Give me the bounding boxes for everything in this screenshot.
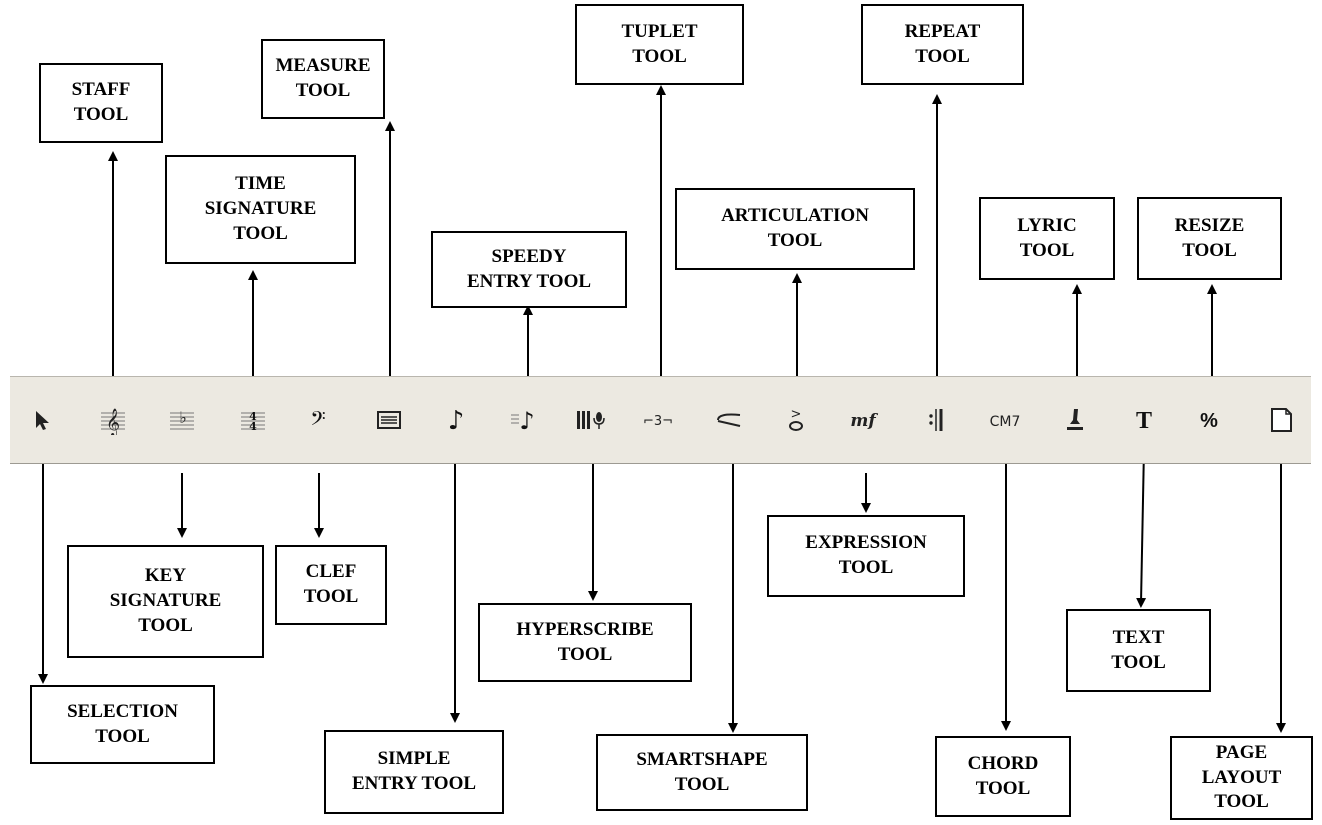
hyperscribe-tool-label: HYPERSCRIBE TOOL [478, 603, 692, 682]
speedy-entry-tool-button[interactable]: ♪ [500, 387, 548, 453]
clef-tool-label: CLEF TOOL [275, 545, 387, 625]
measure-tool-label: MEASURE TOOL [261, 39, 385, 119]
text-t-glyph: T [1136, 408, 1152, 434]
time-signature-tool-label: TIME SIGNATURE TOOL [165, 155, 356, 264]
resize-tool-button[interactable]: % [1185, 387, 1233, 453]
expression-tool-button[interactable]: mf [839, 387, 887, 453]
time-signature-icon: 4 4 [241, 410, 265, 433]
lyric-tool-label: LYRIC TOOL [979, 197, 1115, 280]
text-tool-button[interactable]: T [1120, 387, 1168, 453]
smartshape-tool-label: SMARTSHAPE TOOL [596, 734, 808, 811]
time-sig-bottom: 4 [249, 420, 257, 433]
selection-tool-label: SELECTION TOOL [30, 685, 215, 764]
speedy-entry-tool-label: SPEEDY ENTRY TOOL [431, 231, 627, 308]
repeat-tool-label: REPEAT TOOL [861, 4, 1024, 85]
finale-main-toolbar: 𝄞 ♭ 4 4 𝄢 ♪ ♪ [10, 376, 1311, 464]
articulation-tool-label: ARTICULATION TOOL [675, 188, 915, 270]
bass-clef-glyph: 𝄢 [310, 407, 325, 435]
articulation-tool-button[interactable]: > [772, 387, 820, 453]
key-signature-tool-button[interactable]: ♭ [158, 387, 206, 453]
tuplet-tool-button[interactable]: ⌐3¬ [634, 387, 682, 453]
tuplet-tool-label: TUPLET TOOL [575, 4, 744, 85]
selection-tool-button[interactable] [19, 387, 67, 453]
speedy-note-icon: ♪ [511, 407, 535, 435]
key-signature-tool-label: KEY SIGNATURE TOOL [67, 545, 264, 658]
chord-tool-button[interactable]: CM7 [981, 387, 1029, 453]
flat-glyph: ♭ [179, 408, 187, 427]
lyric-tool-button[interactable] [1051, 387, 1099, 453]
expression-tool-label: EXPRESSION TOOL [767, 515, 965, 597]
pointer-arrow-icon [36, 411, 49, 430]
flat-on-staff-icon: ♭ [170, 408, 194, 430]
measure-icon [377, 411, 401, 429]
eighth-note-icon: ♪ [448, 406, 465, 435]
repeat-barline-icon [929, 409, 943, 431]
text-t-icon: T [1136, 408, 1152, 434]
percent-icon: % [1200, 410, 1218, 432]
quill-pen-icon [1067, 409, 1083, 430]
tuplet-bracket-icon: ⌐3¬ [643, 414, 673, 429]
accent-glyph: > [791, 407, 802, 422]
eighth-note-glyph: ♪ [448, 406, 465, 435]
text-arrow [1136, 447, 1147, 608]
mezzo-forte-icon: mf [850, 411, 878, 431]
hairpin-icon [717, 413, 741, 427]
hyperscribe-tool-button[interactable] [567, 387, 615, 453]
page-icon [1271, 408, 1292, 432]
page-layout-tool-button[interactable] [1257, 387, 1305, 453]
text-tool-label: TEXT TOOL [1066, 609, 1211, 692]
speedy-note-glyph: ♪ [519, 407, 534, 435]
simple-entry-tool-label: SIMPLE ENTRY TOOL [324, 730, 504, 814]
chord-tool-label: CHORD TOOL [935, 736, 1071, 817]
staff-tool-button[interactable]: 𝄞 [89, 387, 137, 453]
accent-note-icon: > [789, 407, 803, 431]
staff-tool-label: STAFF TOOL [39, 63, 163, 143]
smartshape-tool-button[interactable] [705, 387, 753, 453]
tuplet-glyph: ⌐3¬ [643, 414, 673, 429]
treble-clef-staff-icon: 𝄞 [101, 408, 125, 435]
chord-symbol-icon: CM7 [990, 414, 1021, 430]
percent-glyph: % [1200, 410, 1218, 432]
resize-tool-label: RESIZE TOOL [1137, 197, 1282, 280]
measure-tool-button[interactable] [365, 387, 413, 453]
mf-glyph: mf [850, 411, 878, 431]
repeat-tool-button[interactable] [912, 387, 960, 453]
keyboard-microphone-icon [577, 411, 605, 429]
time-sig-top: 4 [249, 410, 257, 423]
time-signature-tool-button[interactable]: 4 4 [229, 387, 277, 453]
clef-tool-button[interactable]: 𝄢 [295, 387, 343, 453]
simple-entry-tool-button[interactable]: ♪ [432, 387, 480, 453]
page-layout-tool-label: PAGE LAYOUT TOOL [1170, 736, 1313, 820]
chord-glyph: CM7 [990, 414, 1021, 430]
treble-clef-glyph: 𝄞 [106, 408, 120, 435]
bass-clef-icon: 𝄢 [310, 407, 325, 435]
